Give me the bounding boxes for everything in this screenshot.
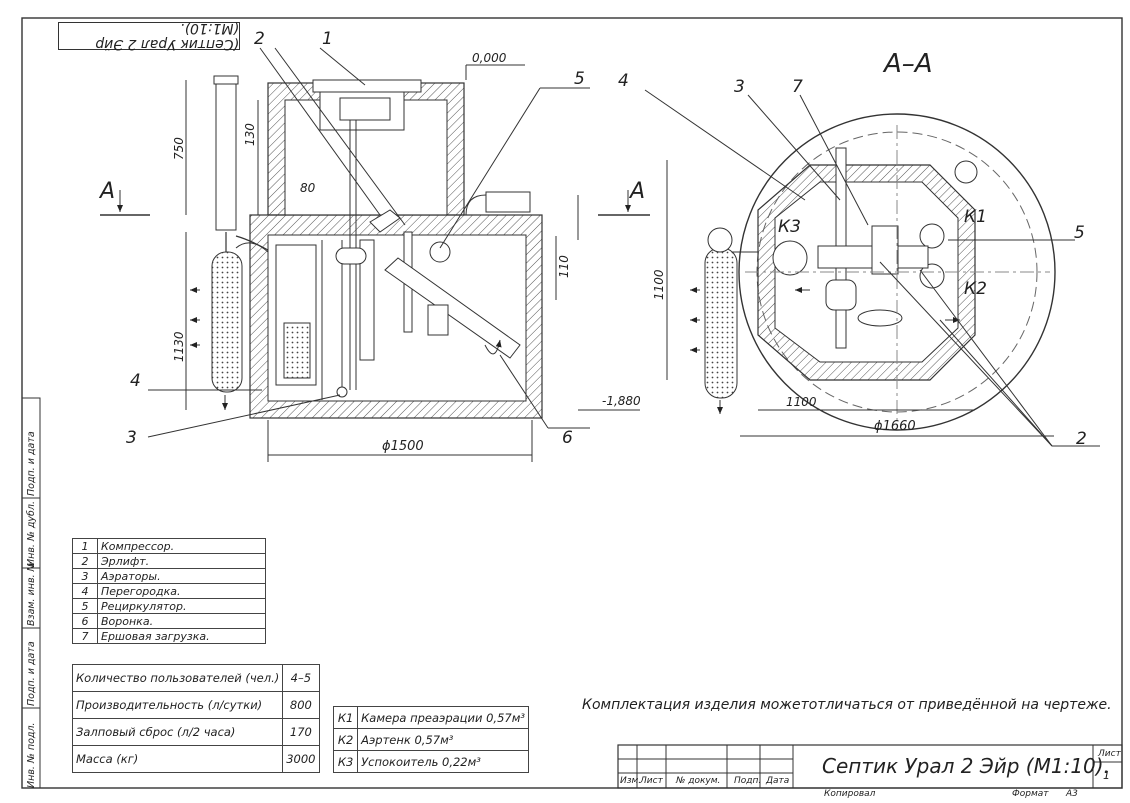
leader-4-left: 4 xyxy=(130,371,141,391)
dim-1100-v: 1100 xyxy=(652,269,666,300)
dim-1100-h: 1100 xyxy=(786,395,817,409)
cut-mark-right: А xyxy=(628,179,645,204)
col-sign: Подп. xyxy=(734,776,762,786)
sheet-label: Лист xyxy=(1098,749,1121,759)
dim-1660: ϕ1660 xyxy=(874,419,916,434)
leader-1: 1 xyxy=(322,29,333,49)
col-doc: № докум. xyxy=(676,776,721,786)
side-label-3: Взам. инв. № xyxy=(26,561,37,626)
elevation-view xyxy=(100,47,650,462)
side-label-4: Инв. № дубл. xyxy=(26,501,37,566)
side-label-1: Инв. № подл. xyxy=(26,722,37,788)
dim-1500: ϕ1500 xyxy=(382,439,424,454)
leader-3-right: 3 xyxy=(734,77,745,97)
configuration-note: Комплектация изделия можетотличаться от … xyxy=(582,697,1112,713)
dim-level-top: 0,000 xyxy=(472,51,507,65)
title-block-title: Септик Урал 2 Эйр (М1:10). xyxy=(822,754,1110,778)
sheet-number: 1 xyxy=(1103,769,1110,782)
format-value: А3 xyxy=(1066,789,1078,799)
leader-5-right: 5 xyxy=(1074,223,1085,243)
col-date: Дата xyxy=(766,776,790,786)
leader-5-left: 5 xyxy=(574,69,585,89)
side-label-5: Подп. и дата xyxy=(26,431,37,496)
zone-k3: К3 xyxy=(778,217,801,237)
section-view xyxy=(644,89,1100,447)
dim-130: 130 xyxy=(243,123,257,146)
spec-row: Залповый сброс (л/2 часа)170 xyxy=(71,718,320,746)
dim-750: 750 xyxy=(172,137,186,160)
spec-row: Масса (кг)3000 xyxy=(71,745,320,773)
dim-1130: 1130 xyxy=(172,331,186,362)
leader-3-left: 3 xyxy=(126,428,137,448)
leader-6: 6 xyxy=(562,428,573,448)
leader-4-right: 4 xyxy=(618,71,629,91)
col-izm: Изм. xyxy=(620,776,642,786)
inverted-stamp: (Септик Урал 2 Эйр (М1:10). xyxy=(58,20,240,52)
dim-80: 80 xyxy=(300,181,316,195)
side-label-2: Подп. и дата xyxy=(26,641,37,706)
format-label: Формат xyxy=(1012,789,1049,799)
specs-table: Количество пользователей (чел.)4–5 Произ… xyxy=(71,664,320,773)
spec-row: Количество пользователей (чел.)4–5 xyxy=(71,664,320,692)
section-title: А–А xyxy=(882,49,933,79)
leader-2-right: 2 xyxy=(1076,429,1087,449)
zone-k1: К1 xyxy=(964,207,987,227)
cut-mark-left: А xyxy=(98,179,115,204)
side-strip xyxy=(21,397,41,789)
dim-110: 110 xyxy=(557,255,571,278)
leader-2-left: 2 xyxy=(254,29,265,49)
dim-level-bottom: -1,880 xyxy=(602,394,641,408)
spec-row: Производительность (л/сутки)800 xyxy=(71,691,320,719)
title-block-grid xyxy=(617,744,1123,789)
zone-k2: К2 xyxy=(964,279,987,299)
col-list: Лист xyxy=(640,776,663,786)
copied-label: Копировал xyxy=(824,789,876,799)
leader-7: 7 xyxy=(792,77,803,97)
